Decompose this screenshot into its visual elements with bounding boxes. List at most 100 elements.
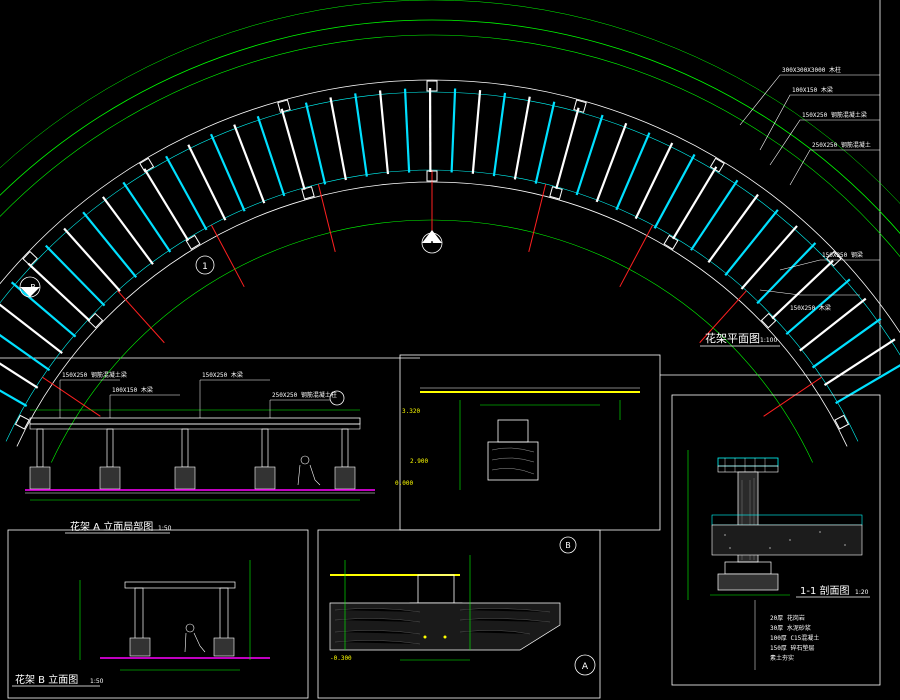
plan-joist-17 — [280, 108, 306, 190]
plan-post-0 — [14, 414, 30, 430]
plan-joist-1 — [0, 362, 39, 389]
plan-cut-marker-label: 1 — [202, 262, 208, 272]
plan-joist-26 — [492, 92, 507, 177]
plan-title-scale: 1:100 — [760, 337, 777, 344]
section-1-1-view: 20厚 花岗岩 30厚 水泥砂浆 100厚 C15混凝土 150厚 碎石垫层 素… — [671, 394, 881, 686]
plan-post-11 — [573, 99, 587, 113]
plan-joist-32 — [615, 132, 651, 211]
plan-joist-10 — [122, 181, 172, 253]
plan-callout-3: 150X250 钢筋混凝土梁 — [802, 111, 867, 119]
plan-joist-39 — [740, 225, 798, 290]
plan-joist-18 — [304, 102, 327, 185]
plan-joist-43 — [799, 297, 867, 352]
level-1: 3.320 — [402, 408, 420, 415]
plan-joist-36 — [690, 179, 739, 251]
plan-left-marker: B — [19, 276, 41, 298]
plan-joist-22 — [403, 88, 411, 173]
level-3: 0.000 — [395, 480, 413, 487]
detail-a-bottom-marker: A — [574, 654, 596, 676]
plan-arc-3 — [0, 91, 900, 356]
plan-post-7 — [277, 99, 291, 113]
level-4: -0.300 — [330, 655, 352, 662]
plan-joist-34 — [653, 153, 696, 229]
plan-joist-45 — [823, 338, 896, 387]
plan-joist-20 — [354, 93, 368, 177]
plan-radial-line-1 — [117, 290, 165, 344]
elev-a-column-3 — [254, 428, 276, 490]
plan-radial-line-6 — [619, 224, 654, 288]
plan-post-8 — [426, 170, 438, 182]
plan-joist-6 — [44, 244, 106, 307]
plan-joist-40 — [756, 242, 817, 305]
elev-a-column-1 — [99, 428, 121, 490]
plan-joist-27 — [513, 96, 531, 180]
plan-joist-3 — [0, 303, 63, 355]
plan-joist-24 — [450, 88, 457, 173]
elev-a-column-4 — [334, 428, 356, 490]
plan-joist-21 — [378, 90, 390, 175]
detail-b-marker: B — [559, 536, 577, 554]
elev-a-title-scale: 1:50 — [158, 525, 172, 532]
detail-foundation-view: B A -0.300 — [317, 529, 601, 699]
plan-left-marker-label: B — [30, 283, 36, 292]
elevation-b-view: 花架 B 立面图 1:50 — [7, 529, 309, 699]
elev-a-column-2 — [174, 428, 196, 490]
plan-arc-7 — [0, 0, 900, 204]
section-note-2: 30厚 水泥砂浆 — [770, 624, 811, 632]
plan-post-6 — [301, 186, 315, 200]
section-note-3: 100厚 C15混凝土 — [770, 634, 819, 642]
elev-b-title-scale: 1:50 — [90, 678, 104, 685]
level-2: 2.900 — [410, 458, 428, 465]
elevation-a-columns — [29, 428, 356, 490]
elev-a-column-0 — [29, 428, 51, 490]
plan-radial-line-7 — [699, 290, 747, 344]
plan-joist-35 — [672, 166, 718, 240]
plan-post-4 — [185, 234, 201, 250]
plan-joist-5 — [27, 262, 91, 322]
plan-joist-12 — [165, 155, 208, 231]
elev-callout-4: 250X250 钢筋混凝土柱 — [272, 391, 337, 399]
section-title-scale: 1:20 — [855, 589, 869, 596]
plan-post-10 — [549, 186, 563, 200]
plan-joist-44 — [811, 317, 882, 369]
plan-joist-0 — [0, 389, 28, 407]
plan-radial-line-3 — [317, 183, 336, 253]
plan-post-12 — [663, 234, 679, 250]
plan-joist-8 — [82, 211, 138, 279]
plan-joist-38 — [724, 209, 779, 276]
plan-callout-6: 150X250 木梁 — [790, 304, 831, 312]
plan-joist-2 — [0, 333, 51, 372]
plan-joist-30 — [575, 114, 604, 196]
elev-callout-2: 100X150 木梁 — [112, 386, 153, 394]
plan-joist-28 — [534, 101, 556, 184]
plan-arc-1 — [0, 34, 900, 258]
plan-cut-marker: 1 — [195, 255, 215, 275]
plan-joist-25 — [471, 90, 482, 174]
section-note-1: 20厚 花岗岩 — [770, 614, 805, 622]
elev-a-title: 花架 A 立面局部图 — [70, 520, 153, 533]
plan-post-3 — [22, 250, 38, 267]
elev-callout-3: 150X250 木梁 — [202, 371, 243, 379]
plan-joist-37 — [707, 193, 759, 263]
detail-beam-view: 3.320 2.900 0.000 — [395, 354, 661, 531]
plan-post-14 — [760, 312, 777, 329]
elev-b-title: 花架 B 立面图 — [15, 673, 78, 686]
plan-arc-2 — [0, 79, 900, 334]
pergola-plan-view: 300X300X3000 木柱 100X150 木梁 150X250 钢筋混凝土… — [0, 0, 900, 463]
plan-callout-1: 300X300X3000 木柱 — [782, 66, 841, 74]
plan-arc-0 — [0, 19, 900, 235]
plan-joist-29 — [555, 107, 580, 190]
plan-joist-11 — [143, 168, 190, 242]
plan-joists — [0, 87, 900, 407]
plan-joist-31 — [595, 122, 628, 203]
plan-radial-line-5 — [528, 183, 547, 253]
plan-joist-19 — [329, 97, 347, 181]
person-figure — [297, 455, 321, 486]
plan-joist-42 — [785, 278, 851, 336]
plan-center-marker: A — [421, 230, 443, 254]
plan-joist-4 — [10, 281, 77, 338]
section-title: 1-1 剖面图 — [800, 584, 850, 597]
plan-joist-9 — [102, 196, 154, 265]
plan-callout-5: 150X250 钢梁 — [822, 251, 863, 259]
